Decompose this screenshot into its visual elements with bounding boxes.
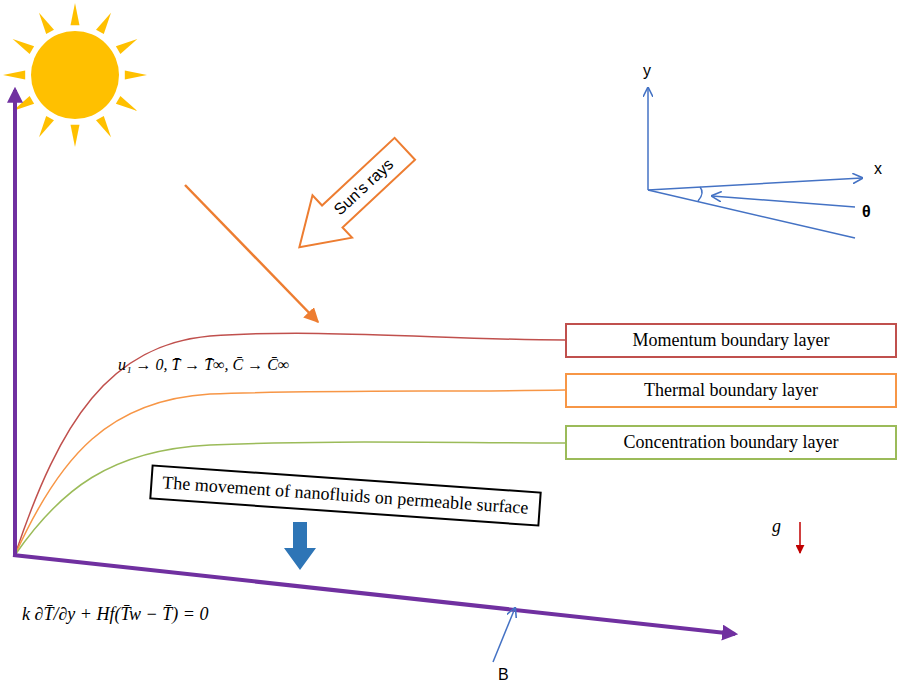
sun-ray (39, 13, 54, 34)
box-text: Concentration boundary layer (624, 432, 839, 453)
sun-ray (13, 39, 34, 54)
box-text: The movement of nanofluids on permeable … (161, 472, 528, 519)
vertical-axis (13, 90, 17, 557)
concentration-curve (15, 442, 565, 555)
sun-ray (96, 13, 111, 34)
sun-ray (39, 116, 54, 137)
sun-ray (3, 71, 25, 80)
sun-ray (116, 96, 137, 111)
sun-ray (125, 71, 147, 80)
angle-label: θ (862, 203, 871, 221)
box-text: Thermal boundary layer (644, 380, 818, 401)
sun-ray (116, 39, 137, 54)
label-box: Momentum boundary layer (565, 323, 897, 358)
axis-label: x (874, 160, 882, 178)
magnetic-field-line (493, 608, 515, 662)
sun-disc (31, 31, 119, 119)
sun (3, 3, 147, 147)
sun-ray (71, 3, 80, 25)
ray-line (185, 185, 318, 322)
sun-ray (71, 125, 80, 147)
label-box: Thermal boundary layer (565, 373, 897, 408)
coordinate-frame (648, 88, 862, 238)
field-label: B (498, 666, 509, 684)
label-box: The movement of nanofluids on permeable … (149, 464, 541, 526)
momentum-curve (15, 333, 565, 555)
surface-axis (13, 555, 735, 634)
boundary-condition: u₁ → 0, T̄ → T̄∞, C̄ → C̄∞ (118, 356, 289, 374)
gravity-arrow (799, 522, 801, 553)
arrow-callout: Sun's rays (278, 126, 426, 270)
label-box: Concentration boundary layer (565, 425, 897, 460)
thermal-curve (15, 390, 565, 555)
gravity-label: g⃗ (772, 516, 795, 537)
flow-arrow (284, 522, 316, 570)
axis-label: y (643, 62, 651, 80)
box-text: Momentum boundary layer (633, 330, 830, 351)
boundary-equation: k ∂T̄/∂y + Hf(T̄w − T̄) = 0 (22, 604, 208, 625)
sun-ray (96, 116, 111, 137)
